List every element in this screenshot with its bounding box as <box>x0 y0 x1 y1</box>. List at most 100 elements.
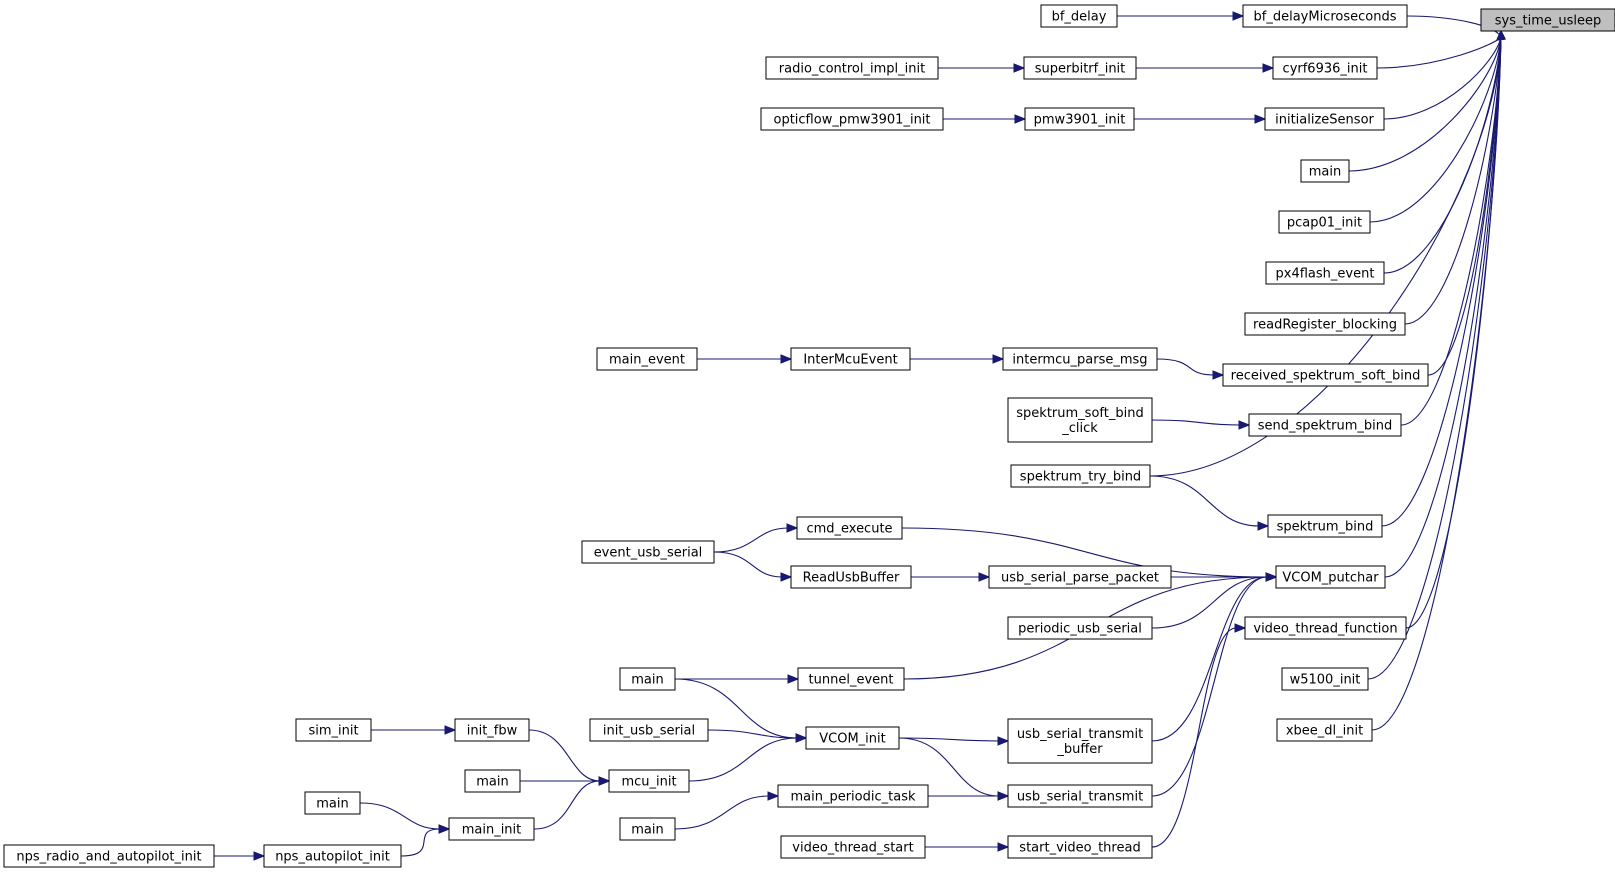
call-edge-spektrum-try-bind-to-sys-time-usleep <box>1149 36 1502 477</box>
arrowhead <box>1496 29 1506 41</box>
node-nps-radio-and-autopilot-init[interactable]: nps_radio_and_autopilot_init <box>3 844 215 868</box>
arrowhead <box>1212 370 1225 380</box>
call-edge-init-fbw-to-mcu-init <box>528 729 601 782</box>
node-px4flash-event[interactable]: px4flash_event <box>1265 261 1385 285</box>
node-label: initializeSensor <box>1275 113 1374 128</box>
node-label: nps_autopilot_init <box>275 850 390 865</box>
call-edge-xbee-dl-init-to-sys-time-usleep <box>1371 36 1502 731</box>
arrowhead <box>1234 623 1247 633</box>
node-box <box>263 844 402 868</box>
node-usb-serial-transmit-buffer[interactable]: usb_serial_transmit_buffer <box>1007 718 1153 764</box>
node-video-thread-start[interactable]: video_thread_start <box>780 835 926 859</box>
node-init-fbw[interactable]: init_fbw <box>454 718 530 742</box>
node-received-spektrum-soft-bind[interactable]: received_spektrum_soft_bind <box>1222 363 1429 387</box>
node-send-spektrum-bind[interactable]: send_spektrum_bind <box>1248 413 1402 437</box>
node-label: main_init <box>462 823 522 838</box>
node-xbee-dl-init[interactable]: xbee_dl_init <box>1276 718 1373 742</box>
node-initializesensor[interactable]: initializeSensor <box>1264 107 1385 131</box>
node-label: cmd_execute <box>806 522 892 537</box>
call-edge-usb-serial-transmit-buffer-to-vcom-putchar <box>1151 576 1268 742</box>
call-edge-event-usb-serial-to-cmd-execute <box>713 527 789 553</box>
node-box <box>790 565 912 589</box>
call-edge-main-init-to-mcu-init <box>533 780 601 830</box>
arrowhead <box>444 725 457 735</box>
node-label: init_usb_serial <box>603 724 695 739</box>
node-main[interactable]: main <box>304 791 361 815</box>
node-bf-delay[interactable]: bf_delay <box>1040 4 1118 28</box>
call-edge-send-spektrum-bind-to-sys-time-usleep <box>1400 36 1502 426</box>
node-readusbbuffer[interactable]: ReadUsbBuffer <box>790 565 912 589</box>
node-superbitrf-init[interactable]: superbitrf_init <box>1023 56 1137 80</box>
node-label: ReadUsbBuffer <box>803 571 900 586</box>
node-box <box>1244 616 1407 640</box>
node-cyrf6936-init[interactable]: cyrf6936_init <box>1272 56 1378 80</box>
node-main[interactable]: main <box>1300 159 1350 183</box>
node-vcom-putchar[interactable]: VCOM_putchar <box>1275 565 1386 589</box>
node-init-usb-serial[interactable]: init_usb_serial <box>589 718 709 742</box>
node-box <box>796 516 903 540</box>
node-label: intermcu_parse_msg <box>1012 353 1147 368</box>
node-pcap01-init[interactable]: pcap01_init <box>1278 210 1371 234</box>
node-event-usb-serial[interactable]: event_usb_serial <box>581 540 715 564</box>
node-spektrum-try-bind[interactable]: spektrum_try_bind <box>1010 464 1151 488</box>
node-label: mcu_init <box>621 775 676 790</box>
node-w5100-init[interactable]: w5100_init <box>1281 667 1369 691</box>
node-sys-time-usleep-root[interactable]: sys_time_usleep <box>1480 8 1615 32</box>
node-intermcu-parse-msg[interactable]: intermcu_parse_msg <box>1002 347 1158 371</box>
node-box <box>581 540 715 564</box>
node-box <box>1278 210 1371 234</box>
node-vcom-init[interactable]: VCOM_init <box>805 726 900 750</box>
node-pmw3901-init[interactable]: pmw3901_init <box>1024 107 1135 131</box>
node-label: px4flash_event <box>1276 267 1375 282</box>
node-label: pcap01_init <box>1287 216 1362 231</box>
arrowhead <box>1254 114 1267 124</box>
node-label: usb_serial_transmit <box>1017 790 1143 805</box>
node-box <box>448 817 535 841</box>
node-intermcuevent[interactable]: InterMcuEvent <box>790 347 911 371</box>
call-edge-w5100-init-to-sys-time-usleep <box>1367 36 1502 680</box>
arrowhead <box>992 354 1005 364</box>
node-cmd-execute[interactable]: cmd_execute <box>796 516 903 540</box>
node-main[interactable]: main <box>619 667 676 691</box>
node-video-thread-function[interactable]: video_thread_function <box>1244 616 1407 640</box>
node-main-init[interactable]: main_init <box>448 817 535 841</box>
call-edge-spektrum-try-bind-to-spektrum-bind <box>1149 475 1260 527</box>
node-radio-control-impl-init[interactable]: radio_control_impl_init <box>765 56 939 80</box>
node-main-event[interactable]: main_event <box>596 347 698 371</box>
node-label: video_thread_function <box>1253 622 1397 637</box>
call-edge-cyrf6936-init-to-sys-time-usleep <box>1376 36 1502 69</box>
node-box <box>1248 413 1402 437</box>
node-main[interactable]: main <box>619 817 676 841</box>
node-opticflow-pmw3901-init[interactable]: opticflow_pmw3901_init <box>760 107 944 131</box>
call-edge-video-thread-function-to-sys-time-usleep <box>1405 36 1502 629</box>
node-usb-serial-transmit[interactable]: usb_serial_transmit <box>1007 784 1153 808</box>
node-bf-delaymicroseconds[interactable]: bf_delayMicroseconds <box>1242 4 1408 28</box>
node-label: event_usb_serial <box>594 546 703 561</box>
node-nps-autopilot-init[interactable]: nps_autopilot_init <box>263 844 402 868</box>
arrowhead <box>1232 11 1245 21</box>
node-main[interactable]: main <box>464 769 521 793</box>
node-box <box>1007 718 1153 764</box>
node-label: main <box>476 775 508 790</box>
arrowhead <box>767 791 780 801</box>
node-box <box>1281 667 1369 691</box>
node-usb-serial-parse-packet[interactable]: usb_serial_parse_packet <box>988 565 1172 589</box>
node-label: spektrum_soft_bind <box>1016 406 1143 421</box>
node-tunnel-event[interactable]: tunnel_event <box>797 667 905 691</box>
node-readregister-blocking[interactable]: readRegister_blocking <box>1244 312 1406 336</box>
node-mcu-init[interactable]: mcu_init <box>608 769 690 793</box>
node-spektrum-bind[interactable]: spektrum_bind <box>1267 514 1383 538</box>
node-box <box>454 718 530 742</box>
node-label: _buffer <box>1056 742 1103 757</box>
node-spektrum-soft-bind-click[interactable]: spektrum_soft_bind_click <box>1007 397 1153 443</box>
arrowhead <box>1257 521 1270 531</box>
arrowhead <box>253 851 266 861</box>
node-label: send_spektrum_bind <box>1258 419 1393 434</box>
node-start-video-thread[interactable]: start_video_thread <box>1007 835 1153 859</box>
node-periodic-usb-serial[interactable]: periodic_usb_serial <box>1007 616 1153 640</box>
node-main-periodic-task[interactable]: main_periodic_task <box>777 784 929 808</box>
node-box <box>304 791 361 815</box>
node-sim-init[interactable]: sim_init <box>295 718 372 742</box>
call-edge-init-usb-serial-to-vcom-init <box>707 729 798 739</box>
